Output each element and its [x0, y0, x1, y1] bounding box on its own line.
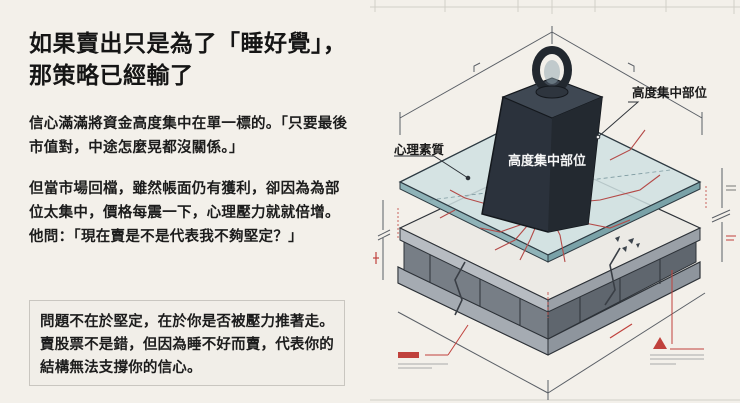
illustration-weight-on-cracked-glass: 高度集中部位 心理素質 高度集中部位 [370, 0, 740, 403]
diagram-svg [370, 0, 740, 401]
page-title: 如果賣出只是為了「睡好覺」， 那策略已經輸了 [29, 28, 449, 92]
label-concentrated-position: 高度集中部位 [632, 85, 708, 100]
label-weight: 高度集中部位 [508, 154, 587, 169]
text-panel: 如果賣出只是為了「睡好覺」， 那策略已經輸了 信心滿滿將資金高度集中在單一標的。… [29, 31, 348, 386]
paragraph-1: 信心滿滿將資金高度集中在單一標的。「只要最後市值對，中途怎麼晃都沒關係。」 [29, 116, 348, 156]
quote-text: 問題不在於堅定，在於你是否被壓力推著走。賣股票不是錯，但因為睡不好而賣，代表你的… [40, 314, 334, 376]
title-line-2: 那策略已經輸了 [29, 63, 194, 89]
title-line-1: 如果賣出只是為了「睡好覺」， [29, 31, 347, 57]
label-mental-strength: 心理素質 [394, 142, 445, 157]
quote-box: 問題不在於堅定，在於你是否被壓力推著走。賣股票不是錯，但因為睡不好而賣，代表你的… [29, 300, 345, 386]
paragraph-2: 但當市場回檔，雖然帳面仍有獲利，卻因為為部位太集中，價格每震一下，心理壓力就就倍… [29, 181, 340, 245]
